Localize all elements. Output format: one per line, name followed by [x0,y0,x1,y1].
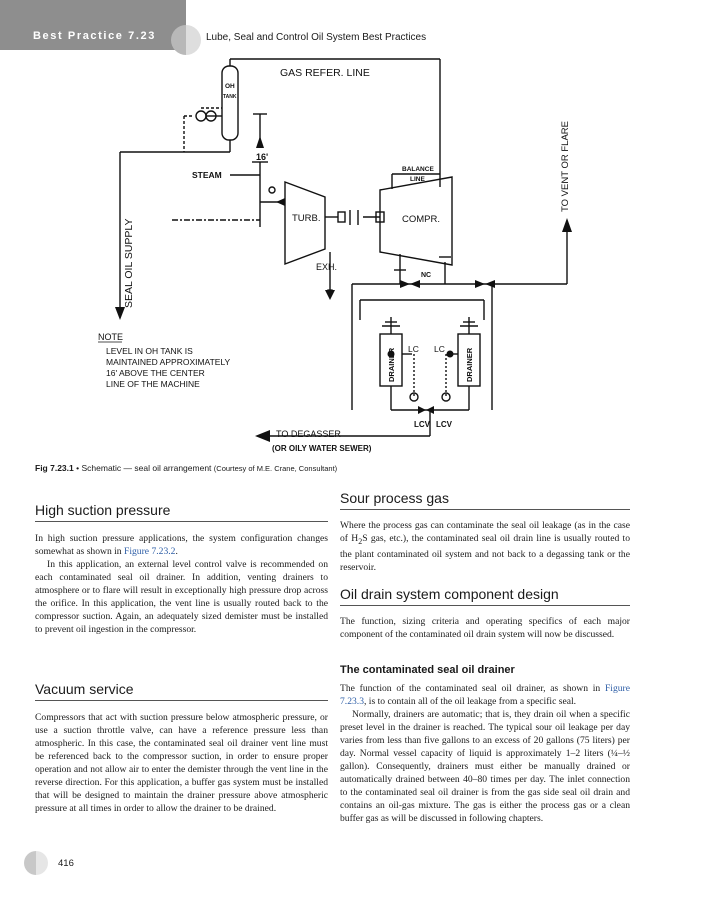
supply-arrow-down [115,307,125,320]
caption-label: Fig 7.23.1 [35,463,74,473]
paragraph: In this application, an external level c… [35,559,328,635]
svg-text:LCV: LCV [414,420,431,429]
svg-text:GAS REFER. LINE: GAS REFER. LINE [280,67,370,79]
heading-rule [35,521,328,522]
turbine-body [284,180,326,266]
right-column-block-2: The function, sizing criteria and operat… [340,615,630,641]
heading-rule [340,509,630,510]
vent-arrow [562,218,572,232]
heading-vacuum-service: Vacuum service [35,681,134,697]
footer-half-circle [24,851,48,875]
svg-text:LC: LC [434,344,445,354]
svg-text:LC: LC [408,344,419,354]
paragraph: The function of the contaminated seal oi… [340,683,630,707]
svg-text:MAINTAINED APPROXIMATELY: MAINTAINED APPROXIMATELY [106,357,231,367]
degasser-arrow [255,430,270,442]
svg-text:SEAL OIL SUPPLY: SEAL OIL SUPPLY [123,219,135,309]
svg-text:STEAM: STEAM [192,170,222,180]
svg-text:BALANCE: BALANCE [402,166,434,173]
exhaust-arrow [325,290,335,300]
compressor-body [379,176,453,266]
paragraph: Normally, drainers are automatic; that i… [340,709,630,824]
svg-text:EXH.: EXH. [316,262,337,272]
svg-text:TO VENT OR FLARE: TO VENT OR FLARE [560,121,571,212]
svg-text:LINE OF THE MACHINE: LINE OF THE MACHINE [106,379,200,389]
svg-text:16' ABOVE THE CENTER: 16' ABOVE THE CENTER [106,368,205,378]
seal-oil-schematic: GAS REFER. LINE OH TANK 16' STEAM BALANC… [98,58,572,453]
level-controller-left [387,350,395,358]
section-label: Best Practice 7.23 [33,30,156,42]
subheading-drainer: The contaminated seal oil drainer [340,664,515,676]
svg-text:DRAINER: DRAINER [465,347,474,382]
heading-sour-gas: Sour process gas [340,490,449,506]
svg-text:NOTE: NOTE [98,332,123,342]
right-column-block-1: Where the process gas can contaminate th… [340,519,630,574]
figure-link[interactable]: Figure 7.23.3 [340,683,630,707]
left-column-block-2: Compressors that act with suction pressu… [35,711,328,815]
heading-high-suction: High suction pressure [35,502,171,518]
paragraph: In high suction pressure applications, t… [35,533,328,557]
header-half-circle [171,25,201,55]
running-title: Lube, Seal and Control Oil System Best P… [206,32,427,43]
subscript: 2 [358,536,363,546]
svg-text:TURB.: TURB. [292,213,321,224]
svg-text:TO DEGASSER: TO DEGASSER [276,429,341,439]
svg-text:16': 16' [256,152,268,162]
figure-caption: Fig 7.23.1 • Schematic — seal oil arrang… [35,463,337,473]
svg-text:LINE: LINE [410,176,425,183]
level-controller-right [446,350,454,358]
caption-text: Schematic — seal oil arrangement [81,463,212,473]
paragraph: The function, sizing criteria and operat… [340,616,630,640]
svg-text:NC: NC [421,272,431,279]
svg-text:(OR OILY WATER SEWER): (OR OILY WATER SEWER) [272,444,372,453]
page-number: 416 [58,858,74,869]
left-column-block-1: In high suction pressure applications, t… [35,532,328,636]
svg-text:TANK: TANK [223,94,237,100]
header-band [0,0,186,50]
heading-rule [340,605,630,606]
level-gauge-circle [195,110,207,122]
svg-text:COMPR.: COMPR. [402,214,440,225]
caption-bullet: • [76,463,80,473]
oh-tank [221,65,239,141]
right-column-block-3: The function of the contaminated seal oi… [340,682,630,825]
caption-credit: (Courtesy of M.E. Crane, Consultant) [213,464,338,473]
svg-text:LEVEL IN OH TANK IS: LEVEL IN OH TANK IS [106,346,193,356]
paragraph: Compressors that act with suction pressu… [35,712,328,814]
svg-text:DRAINER: DRAINER [387,347,396,382]
heading-oil-drain-design: Oil drain system component design [340,586,559,602]
svg-text:LCV: LCV [436,420,453,429]
figure-link[interactable]: Figure 7.23.2 [124,546,176,557]
svg-text:OH: OH [225,83,235,90]
heading-rule [35,700,328,701]
paragraph: Where the process gas can contaminate th… [340,520,630,573]
